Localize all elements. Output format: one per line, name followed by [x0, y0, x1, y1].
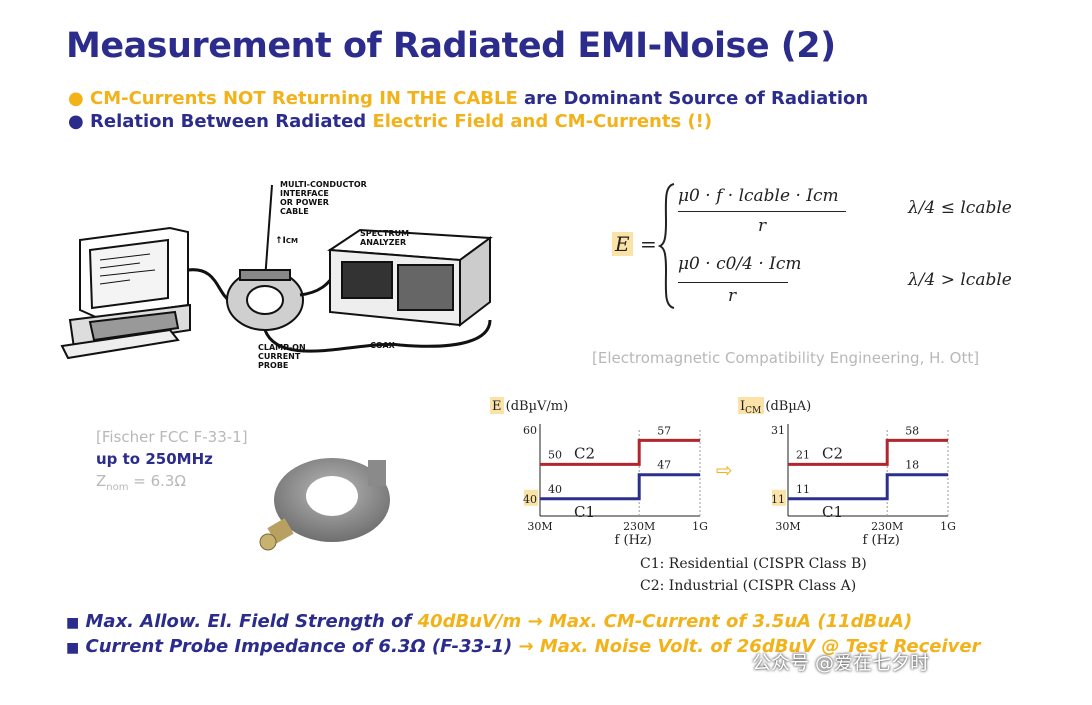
legend-c2: C2: Industrial (CISPR Class A)	[640, 578, 857, 594]
series-name: C1	[822, 503, 843, 521]
bullet-marker: ●	[68, 88, 84, 109]
fraction-bar	[678, 211, 846, 212]
formula-row1-numerator: μ0 · f · lcable · Icm	[678, 186, 839, 206]
probe-impedance: Znom = 6.3Ω	[96, 472, 186, 493]
formula-row1-condition: λ/4 ≤ lcable	[908, 198, 1012, 218]
page-title: Measurement of Radiated EMI-Noise (2)	[66, 26, 836, 66]
bullet-text-highlight: Electric Field and CM-Currents (!)	[372, 111, 713, 132]
formula-row2-numerator: μ0 · c0/4 · Icm	[678, 254, 802, 274]
watermark: 公众号 @爱在七夕时	[752, 652, 930, 674]
x-tick-label: 1G	[692, 520, 708, 533]
y-tick-label: 40	[523, 493, 537, 506]
measurement-setup-illustration: MULTI-CONDUCTOR INTERFACE OR POWER CABLE…	[60, 180, 493, 370]
data-label: 47	[657, 459, 671, 472]
fraction-bar	[678, 282, 788, 283]
bullet-text: are Dominant Source of Radiation	[517, 88, 869, 109]
series-line-c2	[788, 438, 948, 466]
data-label: 50	[548, 448, 562, 461]
bullet-marker: ●	[68, 111, 84, 132]
probe-label: CLAMP-ON CURRENT PROBE	[258, 343, 308, 370]
clamp-probe-icon	[226, 269, 304, 331]
series-name: C1	[574, 503, 595, 521]
data-label: 40	[548, 483, 562, 496]
y-axis-label: ICM (dBµA)	[740, 399, 811, 416]
cable-label: MULTI-CONDUCTOR INTERFACE OR POWER CABLE	[280, 180, 370, 216]
reference-fischer: [Fischer FCC F-33-1]	[96, 428, 248, 446]
legend-c1: C1: Residential (CISPR Class B)	[640, 556, 867, 572]
bullet-cm-currents: ● CM-Currents NOT Returning IN THE CABLE…	[68, 88, 868, 109]
icm-label: ↑ICM	[275, 236, 298, 246]
bullet-text: Relation Between Radiated	[90, 111, 373, 132]
arrow-icon: ⇨	[716, 458, 733, 482]
interface-cable-line	[264, 184, 273, 281]
x-axis-label: f (Hz)	[615, 533, 652, 548]
x-axis-label: f (Hz)	[863, 533, 900, 548]
bullet-relation: ● Relation Between Radiated Electric Fie…	[68, 111, 712, 132]
label-highlight	[490, 397, 504, 414]
bullet-marker: ■	[66, 640, 80, 656]
spectrum-analyzer-icon	[327, 228, 493, 328]
e-field-formula: E = μ0 · f · lcable · Icm r λ/4 ≤ lcable…	[608, 176, 1028, 316]
series-line-c2	[540, 438, 700, 466]
x-tick-label: 230M	[871, 520, 903, 533]
series-line-c1	[540, 473, 700, 501]
formula-eq: =	[640, 232, 657, 256]
y-axis-label: E (dBµV/m)	[492, 399, 568, 414]
data-label: 11	[796, 483, 810, 496]
coax-line	[263, 319, 492, 353]
x-tick-label: 230M	[623, 520, 655, 533]
computer-icon	[60, 226, 191, 360]
x-tick-label: 30M	[775, 520, 800, 533]
data-label: 21	[796, 448, 810, 461]
coax-label: COAX	[370, 341, 396, 350]
data-label: 57	[657, 424, 671, 437]
bullet-marker: ■	[66, 615, 80, 631]
data-label: 18	[905, 459, 919, 472]
current-probe-photo	[259, 458, 390, 551]
analyzer-label: SPECTRUM ANALYZER	[360, 229, 412, 247]
series-line-c1	[788, 473, 948, 501]
series-name: C2	[822, 444, 843, 462]
formula-row2-denominator: r	[728, 286, 737, 306]
y-tick-label: 31	[771, 424, 785, 437]
formula-row2-condition: λ/4 > lcable	[908, 270, 1012, 290]
tick-highlight	[772, 489, 786, 506]
y-tick-label: 11	[771, 493, 785, 506]
probe-bandwidth: up to 250MHz	[96, 450, 213, 468]
bullet-text-highlight: CM-Currents NOT Returning IN THE CABLE	[90, 88, 518, 109]
label-highlight	[738, 397, 764, 414]
bottom-line-2: ■ Current Probe Impedance of 6.3Ω (F-33-…	[66, 636, 981, 657]
y-tick-label: 60	[523, 424, 537, 437]
x-tick-label: 1G	[940, 520, 956, 533]
reference-ott: [Electromagnetic Compatibility Engineeri…	[592, 349, 980, 367]
bottom-line-1: ■ Max. Allow. El. Field Strength of 40dB…	[66, 611, 913, 632]
formula-lhs: E	[612, 232, 633, 256]
series-name: C2	[574, 444, 595, 462]
brace-icon	[658, 183, 675, 309]
tick-highlight	[524, 489, 538, 506]
x-tick-label: 30M	[527, 520, 552, 533]
formula-row1-denominator: r	[758, 216, 767, 236]
data-label: 58	[905, 424, 919, 437]
